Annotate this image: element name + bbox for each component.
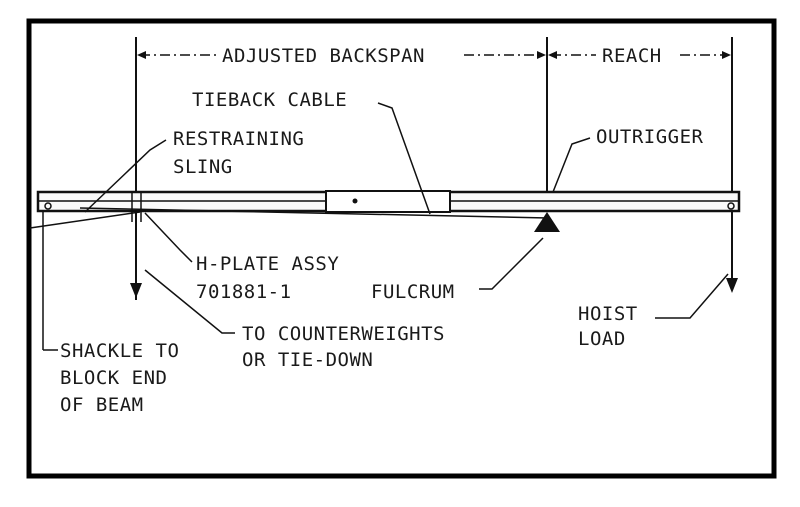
reach-arrow-left	[548, 51, 557, 59]
fulcrum-leader	[479, 237, 544, 290]
beam-splice-plate	[325, 190, 451, 213]
hoist-load-label-line1: HOIST	[578, 303, 638, 325]
outrigger-beam	[36, 190, 741, 222]
hoist-load-label-line2: LOAD	[578, 328, 626, 350]
end-pin-left	[44, 202, 52, 210]
restraining-sling	[29, 211, 141, 229]
splice-bolt	[352, 198, 358, 204]
fulcrum-label: FULCRUM	[371, 281, 455, 303]
h-plate-leader	[144, 212, 193, 263]
backspan-arrow-left	[137, 51, 146, 59]
leader-lines	[43, 102, 729, 351]
counterweight-arrow	[130, 283, 142, 298]
backspan-arrow-right	[537, 51, 546, 59]
restraining-sling-label-line1: RESTRAINING	[173, 128, 304, 150]
h-plate-label-line1: H-PLATE ASSY	[196, 253, 339, 275]
tieback-leader	[377, 102, 431, 215]
counterweight-leader	[144, 269, 235, 334]
tieback-cable-label: TIEBACK CABLE	[192, 89, 347, 111]
restraining-leader	[84, 139, 167, 213]
hoist-leader	[655, 273, 729, 319]
counterweights-label-line2: OR TIE-DOWN	[242, 349, 373, 371]
hoist-arrow	[726, 278, 738, 293]
outrigger-label: OUTRIGGER	[596, 126, 704, 148]
shackle-label-line2: BLOCK END	[60, 367, 167, 389]
restraining-sling-label-line2: SLING	[173, 156, 233, 178]
reach-label: REACH	[602, 45, 662, 67]
h-plate-label-line2: 701881-1	[196, 281, 292, 303]
adjusted-backspan-label: ADJUSTED BACKSPAN	[222, 45, 425, 67]
fulcrum-triangle	[534, 212, 560, 232]
end-pin-right	[727, 202, 735, 210]
shackle-label-line1: SHACKLE TO	[60, 340, 179, 362]
shackle-label-line3: OF BEAM	[60, 394, 144, 416]
reach-arrow-right	[722, 51, 731, 59]
outrigger-leader	[552, 137, 591, 193]
diagram-frame	[26, 18, 777, 479]
tieback-cable	[79, 207, 549, 219]
counterweights-label-line1: TO COUNTERWEIGHTS	[242, 323, 445, 345]
